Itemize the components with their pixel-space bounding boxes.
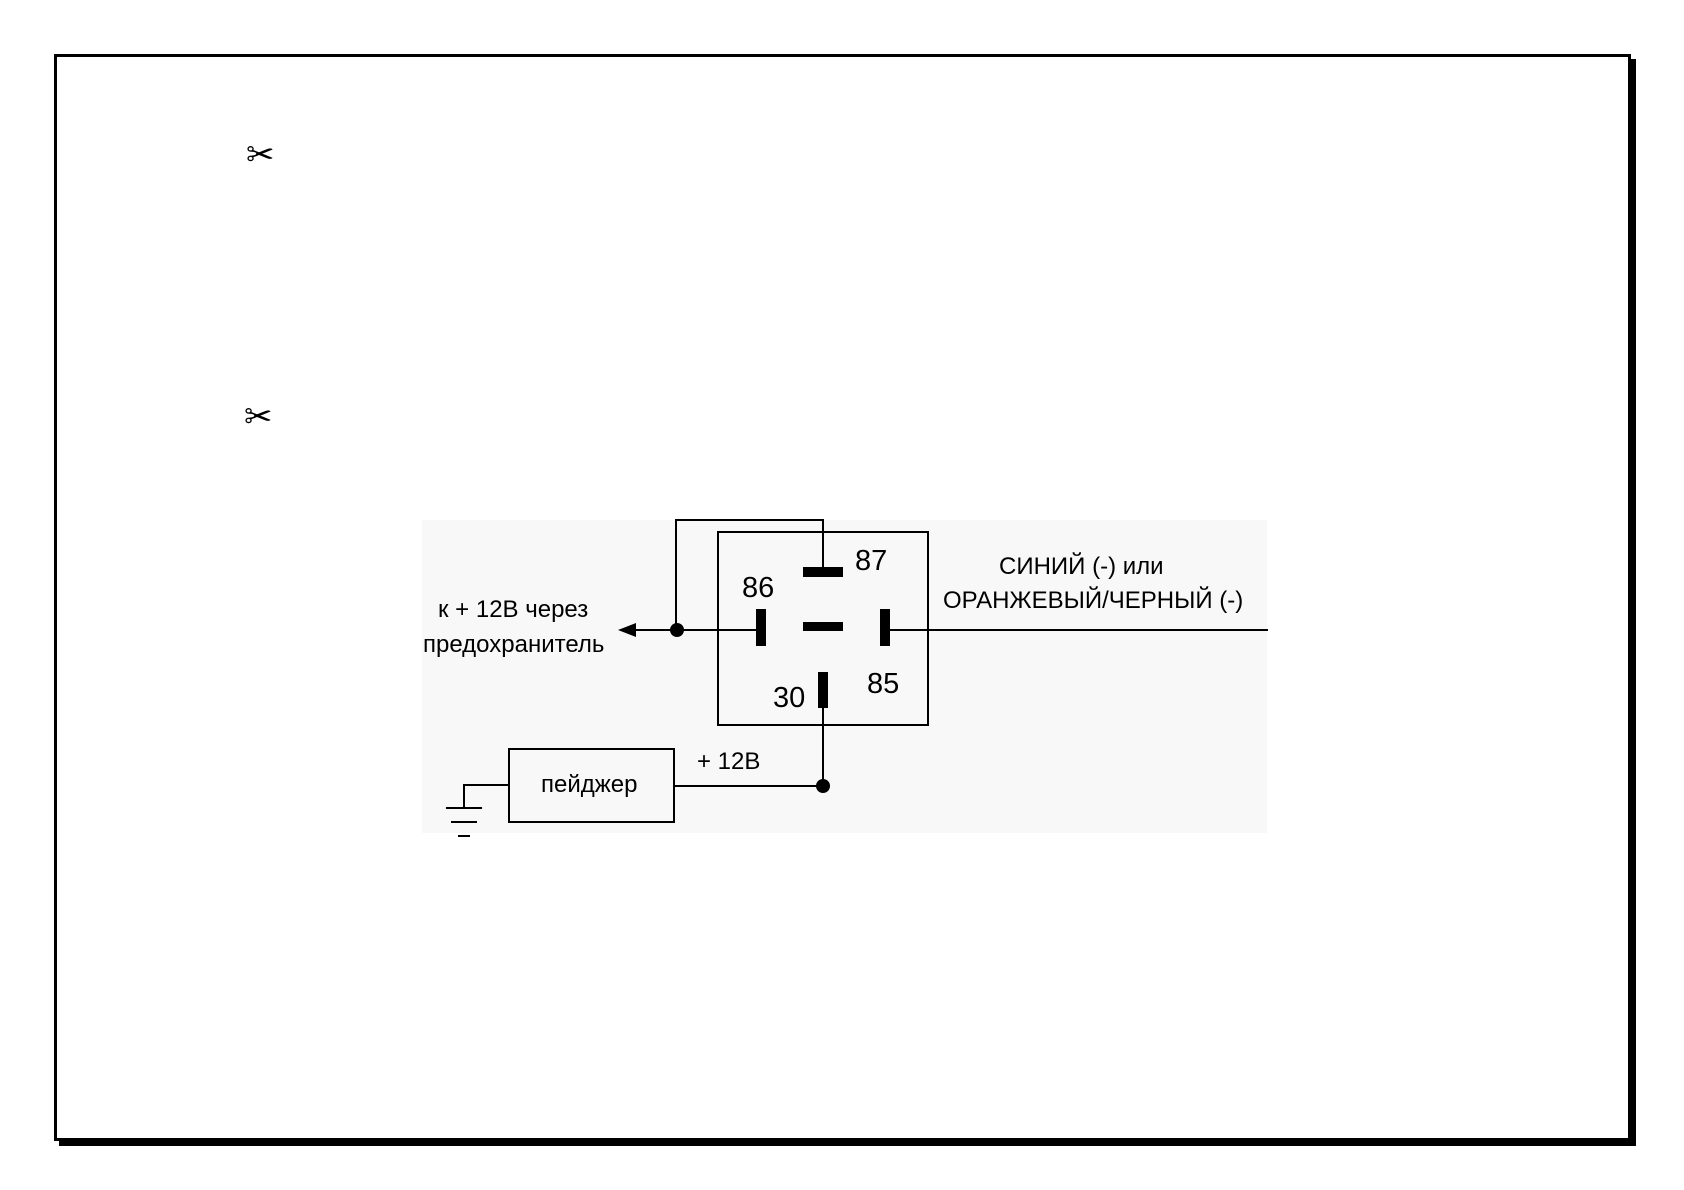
label-to-12v: к + 12В через (438, 596, 588, 623)
pin-label-86: 86 (742, 572, 774, 604)
pager-label: пейджер (541, 771, 638, 798)
page-frame (54, 54, 1631, 1141)
arrow-left (618, 623, 636, 637)
junction-dot (670, 623, 684, 637)
pin-label-30: 30 (773, 682, 805, 714)
contact-30 (818, 672, 828, 708)
scissors-icon: ✂ (244, 397, 273, 437)
contact-87 (803, 567, 843, 577)
label-orange-black-wire: ОРАНЖЕВЫЙ/ЧЕРНЫЙ (-) (943, 586, 1243, 614)
wire-87-loop (675, 519, 824, 630)
contact-85 (880, 609, 890, 646)
pin-label-85: 85 (867, 668, 899, 700)
label-blue-wire: СИНИЙ (-) или (999, 552, 1164, 580)
scissors-icon: ✂ (246, 135, 275, 175)
label-fuse: предохранитель (423, 631, 604, 658)
diagram-background (422, 520, 1267, 833)
contact-86 (756, 609, 766, 646)
ground-icon (446, 807, 482, 837)
contact-center (803, 622, 843, 631)
label-plus12v: + 12В (697, 748, 760, 775)
wire-ground (463, 784, 509, 808)
pin-label-87: 87 (855, 545, 887, 577)
